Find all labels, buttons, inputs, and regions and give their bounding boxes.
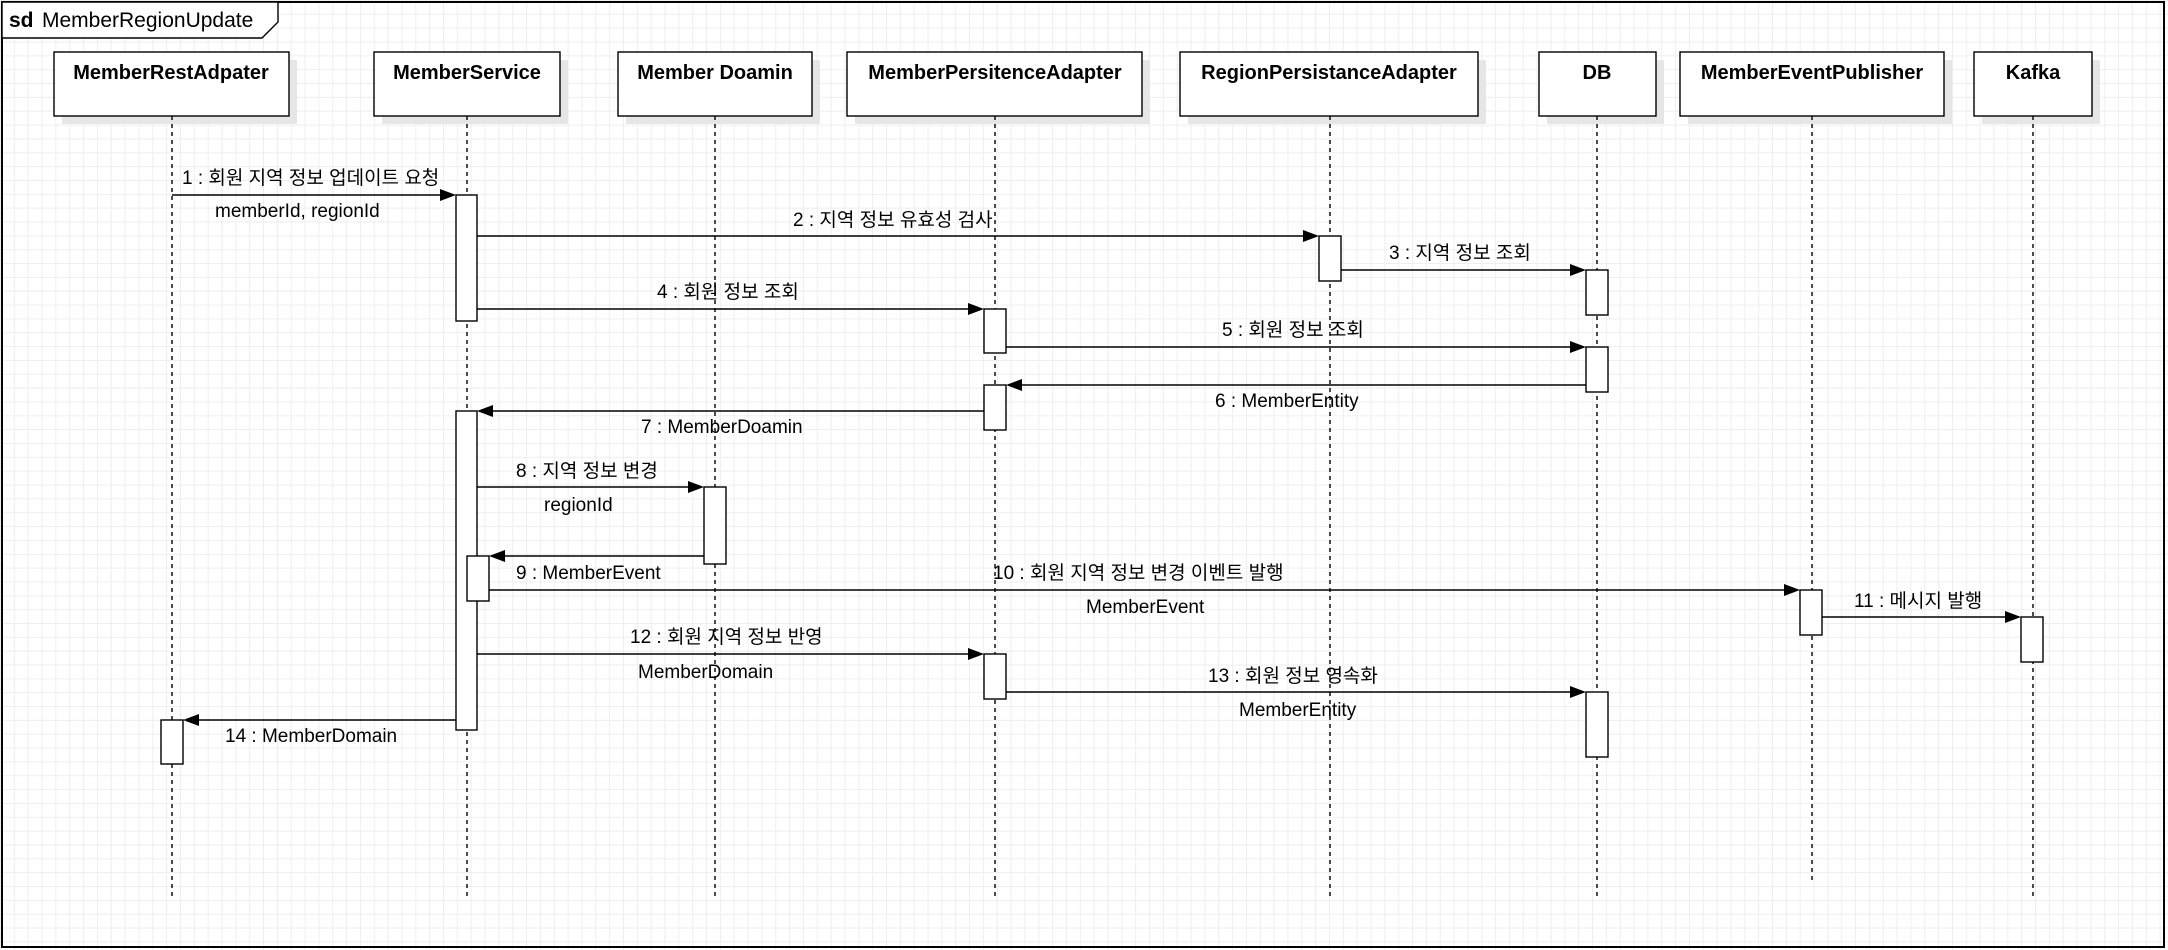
participant-label: Kafka — [2006, 62, 2061, 84]
activation-bar — [983, 384, 1007, 431]
message-param: MemberEntity — [1239, 700, 1357, 721]
message-label: 13 : 회원 정보 영속화 — [1208, 665, 1378, 687]
participant-box — [53, 51, 290, 117]
arrow-head — [1570, 264, 1586, 276]
message-label: 7 : MemberDoamin — [641, 417, 803, 438]
message-14: 14 : MemberDomain — [183, 714, 456, 747]
participant-label: MemberEventPublisher — [1701, 62, 1924, 84]
message-6: 6 : MemberEntity — [1006, 379, 1586, 412]
participant-member-domain: Member Doamin — [617, 51, 820, 898]
activation-bar — [703, 486, 727, 565]
arrow-head — [1570, 341, 1586, 353]
arrow-head — [968, 648, 984, 660]
participant-box — [617, 51, 813, 117]
activation-bar — [2020, 616, 2044, 663]
participant-label: RegionPersistanceAdapter — [1201, 62, 1457, 84]
arrow-head — [1303, 230, 1319, 242]
participant-label: Member Doamin — [637, 62, 793, 84]
arrow-head — [489, 550, 505, 562]
message-label: 5 : 회원 정보 조회 — [1222, 319, 1364, 341]
arrow-head — [968, 303, 984, 315]
message-label: 3 : 지역 정보 조회 — [1389, 242, 1531, 264]
message-label: 4 : 회원 정보 조회 — [657, 281, 799, 303]
activation-bar — [1799, 589, 1823, 636]
participant-box — [373, 51, 561, 117]
activation-bar — [983, 308, 1007, 354]
message-label: 12 : 회원 지역 정보 반영 — [630, 626, 823, 648]
frame-keyword: sd — [9, 9, 34, 32]
participant-box — [1538, 51, 1657, 117]
arrow-head — [2005, 611, 2021, 623]
participant-member-event-publisher: MemberEventPublisher — [1679, 51, 1952, 882]
arrow-head — [688, 481, 704, 493]
participant-label: DB — [1583, 62, 1612, 84]
message-label: 1 : 회원 지역 정보 업데이트 요청 — [182, 167, 439, 189]
participant-db: DB — [1538, 51, 1664, 898]
arrow-head — [1570, 686, 1586, 698]
message-5: 5 : 회원 정보 조회 — [1006, 319, 1586, 353]
participant-region-persistence-adapter: RegionPersistanceAdapter — [1179, 51, 1486, 898]
message-param: memberId, regionId — [215, 201, 380, 222]
activation-bar — [1585, 691, 1609, 758]
participant-box — [1179, 51, 1479, 117]
activation-bar — [455, 194, 478, 322]
participant-label: MemberService — [393, 62, 541, 84]
message-label: 2 : 지역 정보 유효성 검사 — [793, 209, 993, 231]
participant-member-service: MemberService — [373, 51, 568, 898]
message-10: 10 : 회원 지역 정보 변경 이벤트 발행 MemberEvent — [489, 562, 1800, 618]
arrow-head — [477, 405, 493, 417]
participant-kafka: Kafka — [1973, 51, 2100, 898]
frame-title: MemberRegionUpdate — [42, 9, 253, 32]
message-8: 8 : 지역 정보 변경 regionId — [477, 460, 704, 516]
arrow-head — [1006, 379, 1022, 391]
activation-bar — [1585, 269, 1609, 316]
activation-bar — [983, 653, 1007, 700]
arrow-head — [183, 714, 199, 726]
frame-tab — [1, 1, 279, 39]
message-param: MemberEvent — [1086, 597, 1205, 618]
message-label: 10 : 회원 지역 정보 변경 이벤트 발행 — [993, 562, 1284, 584]
message-13: 13 : 회원 정보 영속화 MemberEntity — [1006, 665, 1586, 721]
message-3: 3 : 지역 정보 조회 — [1341, 242, 1586, 276]
message-label: 9 : MemberEvent — [516, 563, 661, 584]
participant-member-rest-adapter: MemberRestAdpater — [53, 51, 297, 898]
message-label: 14 : MemberDomain — [225, 726, 397, 747]
participant-member-persistence-adapter: MemberPersitenceAdapter — [846, 51, 1150, 898]
arrow-head — [1784, 584, 1800, 596]
message-label: 6 : MemberEntity — [1215, 391, 1359, 412]
activation-bar — [1318, 235, 1342, 282]
message-7: 7 : MemberDoamin — [477, 405, 984, 438]
message-label: 11 : 메시지 발행 — [1854, 590, 1982, 612]
message-label: 8 : 지역 정보 변경 — [516, 460, 658, 482]
activation-bar — [466, 555, 490, 602]
message-9: 9 : MemberEvent — [489, 550, 704, 584]
message-param: MemberDomain — [638, 662, 773, 683]
activation-bar — [160, 719, 184, 765]
participant-label: MemberPersitenceAdapter — [868, 62, 1122, 84]
message-param: regionId — [544, 495, 613, 516]
participant-box — [1679, 51, 1945, 117]
activation-bar — [1585, 346, 1609, 393]
message-1: 1 : 회원 지역 정보 업데이트 요청 memberId, regionId — [172, 167, 456, 222]
message-4: 4 : 회원 정보 조회 — [477, 281, 984, 315]
message-11: 11 : 메시지 발행 — [1822, 590, 2021, 623]
message-12: 12 : 회원 지역 정보 반영 MemberDomain — [477, 626, 984, 683]
arrow-head — [440, 189, 456, 201]
participant-label: MemberRestAdpater — [73, 62, 269, 84]
message-2: 2 : 지역 정보 유효성 검사 — [477, 209, 1319, 242]
